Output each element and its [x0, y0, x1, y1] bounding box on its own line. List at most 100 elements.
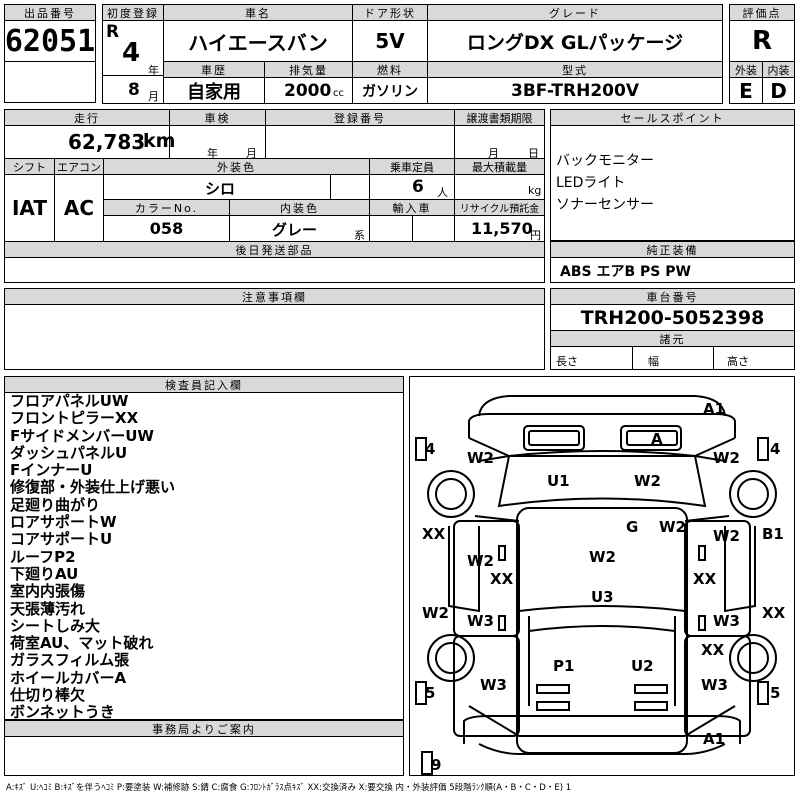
- inspector-note: 修復部・外装仕上げ悪い: [10, 478, 176, 497]
- inspector-note: ボンネットうき: [10, 703, 115, 722]
- exterior-grade: E: [729, 77, 763, 104]
- inspector-note: ガラスフィルム張: [10, 651, 130, 670]
- header-history: 車歴: [163, 61, 265, 78]
- grade: ロングDX GLパッケージ: [427, 20, 723, 62]
- inspector-note: 下廻りAU: [10, 564, 79, 583]
- damage-mark: W3: [467, 612, 494, 630]
- shift: IAT: [4, 174, 55, 242]
- tire-rear-left: 5: [425, 684, 436, 702]
- header-inspection: 車検: [169, 109, 266, 126]
- header-inspector: 検査員記入欄: [4, 376, 404, 393]
- spec-width: 幅: [648, 355, 659, 368]
- mileage-unit: km: [143, 130, 176, 152]
- reg-no-box: [265, 125, 455, 159]
- damage-mark: W2: [422, 604, 449, 622]
- spec-length: 長さ: [556, 355, 578, 368]
- header-notes: 注意事項欄: [4, 288, 545, 305]
- header-displacement: 排気量: [264, 61, 353, 78]
- header-import: 輸入車: [369, 199, 455, 216]
- header-chassis: 車台番号: [550, 288, 795, 305]
- damage-mark: A: [651, 430, 663, 448]
- header-first-reg: 初度登録: [102, 4, 164, 21]
- lot-number: 62051: [4, 20, 96, 62]
- spec-height: 高さ: [727, 355, 749, 368]
- ext-color: シロ: [205, 180, 236, 198]
- capacity: 6: [412, 177, 424, 197]
- inspector-note: シートしみ大: [10, 616, 101, 635]
- displacement-unit: cc: [333, 88, 344, 99]
- reg-month: 8: [128, 80, 140, 100]
- damage-mark: W2: [713, 449, 740, 467]
- header-aircon: エアコン: [54, 158, 104, 175]
- year-unit: 年: [148, 64, 159, 77]
- inspector-note: フロアパネルUW: [10, 392, 129, 410]
- tire-front-right: 4: [770, 440, 781, 458]
- recycle-unit: 円: [530, 229, 541, 242]
- header-interior: 内装: [762, 61, 795, 78]
- damage-mark: G: [626, 518, 639, 536]
- deadline-month: 月: [488, 147, 499, 160]
- damage-mark: W2: [589, 548, 616, 566]
- inspector-note: 足廻り曲がり: [10, 495, 101, 514]
- header-recycle: リサイクル預託金: [454, 199, 545, 216]
- inspector-note: 荷室AU、マット破れ: [10, 634, 154, 653]
- damage-mark: P1: [553, 657, 575, 675]
- header-fuel: 燃料: [352, 61, 428, 78]
- sales-point-item: バックモニター: [556, 153, 654, 169]
- damage-mark: W2: [659, 518, 686, 536]
- sales-point-box: [550, 125, 795, 241]
- aircon: AC: [54, 174, 104, 242]
- fuel: ガソリン: [352, 77, 428, 104]
- header-int-color: 内装色: [229, 199, 370, 216]
- damage-mark: W3: [480, 676, 507, 694]
- inspector-note: ホイールカバーA: [10, 668, 127, 687]
- header-grade: グレード: [427, 4, 723, 21]
- damage-mark: U3: [591, 588, 614, 606]
- header-max-load: 最大積載量: [454, 158, 545, 175]
- header-score: 評価点: [729, 4, 795, 21]
- diagram-frame: [409, 376, 795, 776]
- header-transfer-deadline: 譲渡書類期限: [454, 109, 545, 126]
- history: 自家用: [163, 77, 265, 104]
- inspector-note: 天張薄汚れ: [10, 599, 86, 618]
- inspector-note: 仕切り棒欠: [10, 686, 86, 705]
- office-box: [4, 736, 404, 776]
- header-exterior: 外装: [729, 61, 763, 78]
- sales-point-item: ソナーセンサー: [556, 197, 654, 213]
- spare-tire: 9: [431, 756, 442, 774]
- tire-front-left: 4: [425, 440, 436, 458]
- damage-mark: XX: [693, 570, 717, 588]
- header-capacity: 乗車定員: [369, 158, 455, 175]
- color-no: 058: [103, 215, 230, 242]
- damage-mark: XX: [701, 641, 725, 659]
- header-later-parts: 後日発送部品: [4, 241, 545, 258]
- later-parts-box: [4, 257, 545, 283]
- header-color-no: カラーNo.: [103, 199, 230, 216]
- inspector-note: フロントピラーXX: [10, 409, 139, 428]
- interior-grade: D: [762, 77, 795, 104]
- header-reg-no: 登録番号: [265, 109, 455, 126]
- inspector-note: コアサポートU: [10, 530, 113, 549]
- header-specs: 諸元: [550, 330, 795, 347]
- header-mileage: 走行: [4, 109, 170, 126]
- damage-mark: XX: [422, 525, 446, 543]
- door-type: 5V: [352, 20, 428, 62]
- inspector-note: ルーフP2: [10, 547, 76, 566]
- damage-mark: W3: [701, 676, 728, 694]
- month-unit: 月: [148, 90, 159, 103]
- car-name: ハイエースバン: [163, 20, 353, 62]
- damage-mark: U2: [631, 657, 654, 675]
- inspector-note: FインナーU: [10, 461, 93, 480]
- recycle-fee: 11,570: [471, 219, 533, 238]
- damage-mark: W2: [634, 472, 661, 490]
- specs-box: [550, 346, 795, 370]
- inspector-note: ダッシュパネルU: [10, 443, 128, 462]
- car-body-diagram: [415, 395, 777, 775]
- damage-mark: XX: [762, 604, 786, 622]
- legend: A:ｷｽﾞ U:ﾍｺﾐ B:ｷｽﾞを伴うﾍｺﾐ P:要塗装 W:補修跡 S:錆 …: [6, 783, 572, 793]
- damage-mark: W2: [467, 552, 494, 570]
- inspector-note: FサイドメンバーUW: [10, 426, 154, 445]
- model-code: 3BF-TRH200V: [427, 77, 723, 104]
- capacity-unit: 人: [437, 186, 448, 199]
